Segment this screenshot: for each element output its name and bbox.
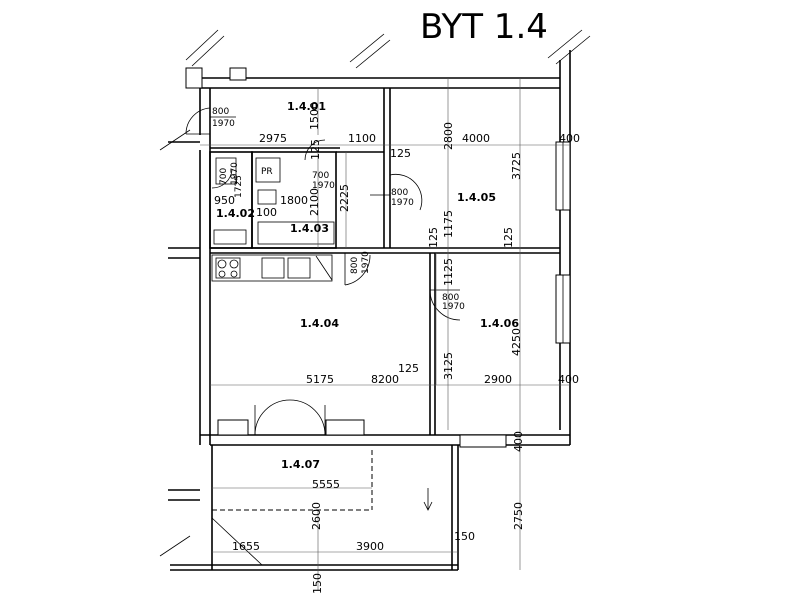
room-label-1-4-01: 1.4.01: [287, 100, 326, 113]
dim-1175: 1175: [442, 210, 455, 238]
dim-2600: 2600: [310, 502, 323, 530]
room-label-1-4-03: 1.4.03: [290, 222, 329, 235]
dim-3900: 3900: [356, 540, 384, 553]
door-wc-height: 1970: [230, 162, 240, 185]
dim-125-d: 125: [309, 139, 322, 160]
dim-400-top: 400: [559, 132, 580, 145]
door-bedroom1-width: 800: [391, 188, 408, 198]
dim-1500: 1500: [308, 102, 321, 130]
doors: [185, 107, 461, 436]
room-label-1-4-02: 1.4.02: [216, 207, 255, 220]
dim-2800: 2800: [442, 122, 455, 150]
dim-125-b: 125: [427, 227, 440, 248]
dim-100: 100: [256, 206, 277, 219]
door-living-width: 800: [350, 257, 360, 274]
room-label-1-4-06: 1.4.06: [480, 317, 519, 330]
room-label-1-4-05: 1.4.05: [457, 191, 496, 204]
door-bath-height: 1970: [312, 181, 335, 191]
dim-2900: 2900: [484, 373, 512, 386]
dimension-labels: 2975 1100 4000 400 1500 2800 3725 125 95…: [214, 102, 580, 594]
dim-4000: 4000: [462, 132, 490, 145]
door-labels: 800 1970 700 1970 700 1970 800 1970 800 …: [210, 107, 465, 312]
dim-1725: 1725: [234, 175, 244, 198]
door-bedroom1-height: 1970: [391, 198, 414, 208]
dim-2975: 2975: [259, 132, 287, 145]
balcony: [170, 445, 459, 571]
walls: [168, 50, 571, 501]
dim-2225: 2225: [338, 184, 351, 212]
dim-2100: 2100: [308, 188, 321, 216]
plan-title: BYT 1.4: [420, 7, 548, 47]
dim-4250: 4250: [510, 328, 523, 356]
washer-label: PR: [261, 167, 273, 177]
dim-2750: 2750: [512, 502, 525, 530]
dimension-lines: [200, 78, 570, 590]
dim-1100: 1100: [348, 132, 376, 145]
dim-125-a: 125: [390, 147, 411, 160]
dim-1655: 1655: [232, 540, 260, 553]
dim-125-c: 125: [502, 227, 515, 248]
door-living-height: 1970: [361, 251, 371, 274]
dim-1800: 1800: [280, 194, 308, 207]
dim-5175: 5175: [306, 373, 334, 386]
dim-1125: 1125: [442, 258, 455, 286]
dim-3125: 3125: [442, 352, 455, 380]
room-label-1-4-07: 1.4.07: [281, 458, 320, 471]
door-bath-width: 700: [312, 171, 329, 181]
room-labels: 1.4.01 1.4.02 1.4.03 1.4.04 1.4.05 1.4.0…: [216, 100, 519, 471]
dim-150-right: 150: [454, 530, 475, 543]
dim-3725: 3725: [510, 152, 523, 180]
door-wc-width: 700: [219, 168, 229, 185]
dim-400-bottom: 400: [512, 431, 525, 452]
door-entry-width: 800: [212, 107, 229, 117]
dim-125-e: 125: [398, 362, 419, 375]
windows: [185, 67, 571, 448]
dim-8200: 8200: [371, 373, 399, 386]
room-label-1-4-04: 1.4.04: [300, 317, 339, 330]
dim-950: 950: [214, 194, 235, 207]
wall-breaks: [159, 29, 591, 557]
door-bedroom2-width: 800: [442, 293, 459, 303]
door-bedroom2-height: 1970: [442, 302, 465, 312]
door-entry-height: 1970: [212, 119, 235, 129]
dim-5555: 5555: [312, 478, 340, 491]
dim-150-bottom: 150: [311, 573, 324, 594]
dim-400-mid: 400: [558, 373, 579, 386]
fixtures: PR: [211, 157, 335, 282]
